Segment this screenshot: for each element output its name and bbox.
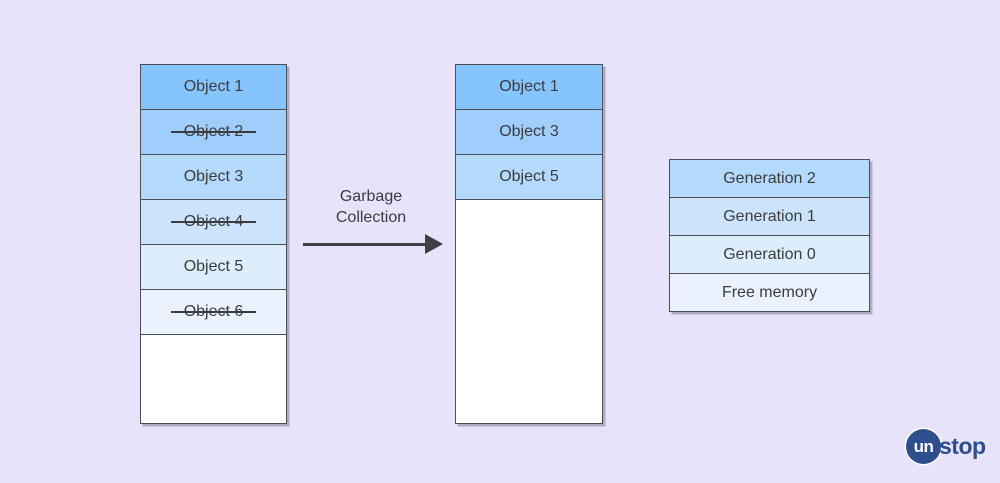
memory-cell-label: Object 1 (183, 78, 244, 95)
memory-cell: Object 3 (141, 155, 286, 200)
garbage-collection-label: Garbage Collection (300, 186, 442, 228)
memory-cell-label: Object 5 (499, 168, 559, 185)
generation-cell-label: Generation 2 (723, 169, 816, 187)
memory-cell-label: Object 3 (499, 123, 559, 140)
generation-cell-label: Generation 1 (723, 207, 816, 225)
memory-cell: Object 3 (456, 110, 602, 155)
generation-cell: Generation 1 (670, 198, 869, 236)
unstop-logo-text: stop (939, 433, 986, 459)
memory-cell: Object 4 (141, 200, 286, 245)
memory-cell-label: Object 5 (183, 258, 244, 275)
generation-cell-label: Generation 0 (723, 245, 816, 263)
heap-after-column: Object 1 Object 3 Object 5 (455, 64, 603, 424)
free-space (456, 200, 602, 423)
garbage-collection-label-line1: Garbage (339, 188, 403, 205)
arrow-line (303, 243, 429, 246)
unstop-logo-circle: un (906, 429, 941, 464)
generations-column: Generation 2 Generation 1 Generation 0 F… (669, 159, 870, 312)
generation-cell: Free memory (670, 274, 869, 311)
heap-before-column: Object 1 Object 2 Object 3 Object 4 Obje… (140, 64, 287, 424)
memory-cell-label: Object 2 (170, 123, 256, 140)
memory-cell-label: Object 6 (170, 303, 256, 320)
memory-cell: Object 2 (141, 110, 286, 155)
arrow-head-icon (425, 234, 443, 254)
unstop-logo: un stop (906, 429, 986, 464)
memory-cell-label: Object 1 (499, 78, 559, 95)
memory-cell: Object 5 (456, 155, 602, 200)
garbage-collection-label-line2: Collection (335, 209, 407, 226)
generation-cell: Generation 0 (670, 236, 869, 274)
generation-cell: Generation 2 (670, 160, 869, 198)
memory-cell-label: Object 3 (183, 168, 244, 185)
memory-cell-label: Object 4 (170, 213, 256, 230)
generation-cell-label: Free memory (721, 283, 818, 301)
memory-cell: Object 1 (456, 65, 602, 110)
memory-cell: Object 5 (141, 245, 286, 290)
memory-cell: Object 6 (141, 290, 286, 335)
free-space (141, 335, 286, 423)
memory-cell: Object 1 (141, 65, 286, 110)
